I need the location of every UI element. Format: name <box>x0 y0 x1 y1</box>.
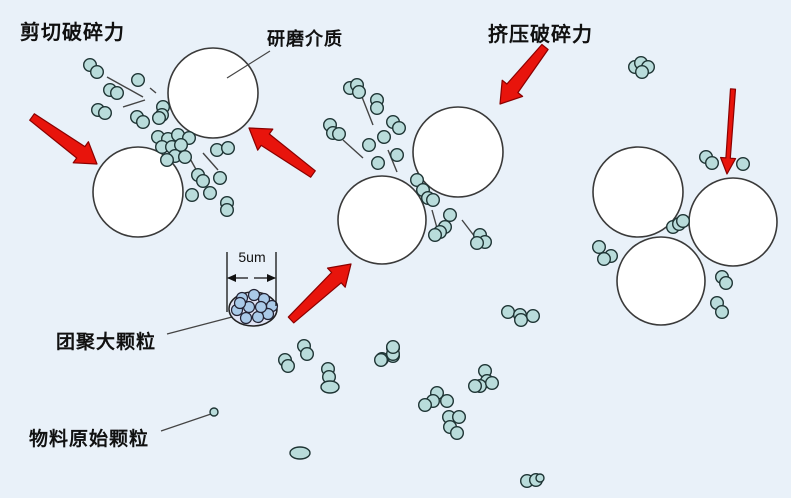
material-particle <box>468 379 483 394</box>
material-particle <box>202 185 217 200</box>
material-particle <box>392 120 407 135</box>
material-particle <box>371 155 386 170</box>
grinding-media-ball <box>688 177 778 267</box>
material-particle <box>386 340 401 355</box>
material-particle <box>485 376 500 391</box>
label-shear-force: 剪切破碎力 <box>20 22 125 44</box>
force-arrow <box>29 113 98 165</box>
agglomerate-sub-particle <box>254 300 268 314</box>
material-particle <box>195 173 210 188</box>
force-arrow <box>248 127 316 178</box>
material-particle <box>428 227 443 242</box>
grinding-media-ball <box>92 146 184 238</box>
material-particle <box>443 207 458 222</box>
material-particle <box>390 147 405 162</box>
material-particle <box>715 305 730 320</box>
material-particle <box>705 155 720 170</box>
agglomerate-sub-particle <box>239 311 253 325</box>
scale-dimension-arrowhead <box>227 274 236 282</box>
force-arrow <box>287 263 352 324</box>
material-particle <box>184 187 199 202</box>
material-particle <box>151 110 166 125</box>
leader-line <box>160 413 212 432</box>
material-particle <box>135 114 150 129</box>
material-particle <box>362 137 377 152</box>
grinding-media-ball <box>616 236 706 326</box>
material-particle <box>281 359 296 374</box>
material-particle <box>300 347 315 362</box>
material-particle <box>212 170 227 185</box>
material-particle <box>514 313 529 328</box>
grinding-media-ball <box>592 146 684 238</box>
material-particle <box>109 85 124 100</box>
grinding-media-ball <box>412 106 504 198</box>
material-particle <box>352 84 367 99</box>
label-agglomerate-particle: 团聚大颗粒 <box>56 332 157 353</box>
label-scale-5um: 5um <box>238 249 266 265</box>
material-particle <box>159 152 174 167</box>
material-particle <box>220 140 235 155</box>
motion-streak <box>387 149 398 173</box>
material-particle <box>320 380 340 394</box>
scale-dimension-arrowhead <box>267 274 276 282</box>
agglomerate-sub-particle <box>251 310 265 324</box>
material-particle <box>592 239 607 254</box>
material-particle <box>597 251 612 266</box>
force-arrow <box>719 88 737 175</box>
leader-line <box>166 316 233 335</box>
material-particle <box>97 105 112 120</box>
material-particle <box>377 129 392 144</box>
material-particle <box>736 156 751 171</box>
motion-streak <box>122 99 146 108</box>
material-particle <box>635 64 650 79</box>
material-particle <box>410 172 425 187</box>
material-particle <box>370 100 385 115</box>
material-particle <box>501 305 516 320</box>
material-particle <box>440 394 455 409</box>
material-particle <box>89 64 104 79</box>
material-particle <box>219 202 234 217</box>
motion-streak <box>361 96 374 126</box>
material-particle <box>130 72 145 87</box>
material-particle <box>418 398 433 413</box>
material-particle <box>289 446 311 460</box>
motion-streak <box>431 209 438 229</box>
material-particle <box>209 407 219 417</box>
leader-line <box>226 50 271 79</box>
force-arrow <box>499 43 549 105</box>
material-particle <box>526 309 541 324</box>
material-particle <box>332 126 347 141</box>
grinding-media-ball <box>337 175 427 265</box>
material-particle <box>452 410 467 425</box>
material-particle <box>374 353 389 368</box>
material-particle <box>450 426 465 441</box>
material-particle <box>719 276 734 291</box>
label-grinding-media: 研磨介质 <box>267 29 343 49</box>
material-particle <box>676 213 691 228</box>
motion-streak <box>149 87 157 94</box>
motion-streak <box>461 219 476 238</box>
grinding-media-ball <box>167 47 259 139</box>
label-extrusion-force: 挤压破碎力 <box>488 24 593 46</box>
label-raw-material-particles: 物料原始颗粒 <box>29 429 150 450</box>
motion-streak <box>342 139 364 159</box>
material-particle <box>470 235 485 250</box>
material-particle <box>177 149 192 164</box>
material-particle <box>426 192 441 207</box>
agglomerate-sub-particle <box>247 288 261 302</box>
material-particle <box>535 473 545 483</box>
motion-streak <box>106 76 144 98</box>
agglomerate-sub-particle <box>233 296 247 310</box>
motion-streak <box>202 152 219 171</box>
